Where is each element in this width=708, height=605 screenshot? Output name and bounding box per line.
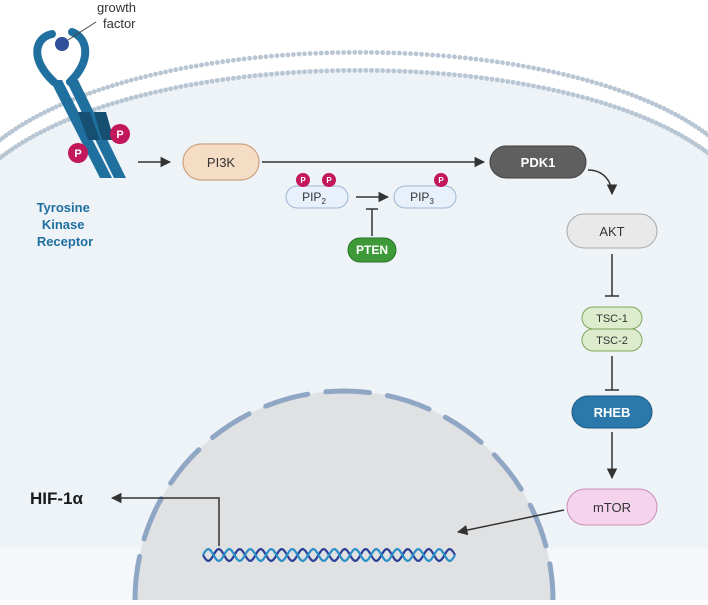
pten-node: PTEN: [347, 237, 397, 263]
phospho-badge: P: [68, 143, 88, 163]
arrow-pdk1-to-akt: [587, 169, 618, 196]
plasma-membrane: [0, 50, 708, 161]
akt-node: AKT: [566, 213, 658, 249]
svg-text:PTEN: PTEN: [356, 243, 388, 257]
phospho-badge: P: [296, 173, 310, 187]
phospho-badge: P: [110, 124, 130, 144]
pi3k-node: PI3K: [182, 143, 260, 181]
svg-text:P: P: [326, 176, 332, 185]
svg-text:TSC-2: TSC-2: [596, 335, 628, 347]
receptor-chain-left: [50, 80, 112, 178]
cytoplasm: [0, 68, 708, 548]
pathway-connectors: [110, 156, 619, 546]
phospho-badge: P: [322, 173, 336, 187]
dna-strand-b: [202, 547, 456, 563]
nuclear-envelope: [132, 388, 556, 603]
pip3-node: PIP3 P: [393, 173, 457, 209]
pip2-node: PIP2 P P: [285, 173, 349, 209]
svg-text:AKT: AKT: [599, 224, 624, 239]
tsc-complex: TSC-1 TSC-2: [581, 306, 643, 352]
nucleus: [132, 388, 556, 603]
nucleus-body: [135, 391, 553, 600]
svg-text:PDK1: PDK1: [521, 155, 556, 170]
svg-text:RHEB: RHEB: [594, 405, 631, 420]
svg-text:P: P: [74, 148, 81, 160]
arrow-dna-to-hif: [110, 492, 220, 546]
svg-text:mTOR: mTOR: [593, 500, 631, 515]
rheb-node: RHEB: [571, 395, 653, 429]
svg-text:P: P: [300, 176, 306, 185]
growth-factor-ligand: [55, 37, 69, 51]
svg-text:P: P: [116, 129, 123, 141]
mtor-node: mTOR: [566, 488, 658, 526]
growth-factor-label: growth factor: [97, 0, 140, 31]
svg-text:P: P: [438, 176, 444, 185]
arrow-mtor-to-dna: [456, 509, 565, 536]
svg-text:TSC-1: TSC-1: [596, 313, 628, 325]
dna-helix: [202, 547, 456, 563]
svg-text:PIP3: PIP3: [410, 190, 434, 206]
phospho-badge: P: [434, 173, 448, 187]
growth-factor-pointer: [67, 21, 97, 41]
tyrosine-kinase-receptor: P P: [33, 21, 130, 178]
svg-text:PI3K: PI3K: [207, 155, 236, 170]
svg-text:PIP2: PIP2: [302, 190, 326, 206]
receptor-label: Tyrosine Kinase Receptor: [37, 200, 94, 249]
pdk1-node: PDK1: [489, 145, 587, 179]
hif-1a-label: HIF-1α: [30, 489, 84, 508]
